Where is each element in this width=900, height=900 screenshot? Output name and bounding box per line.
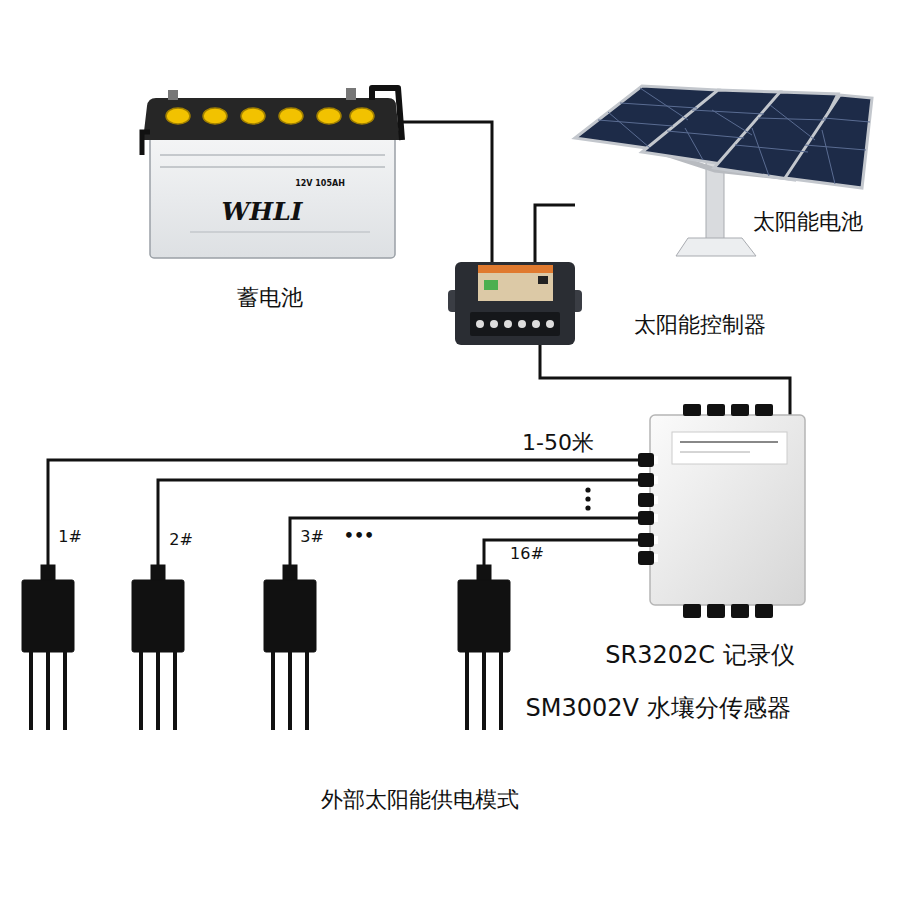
battery-rating: 12V 105AH [295, 179, 345, 189]
solar-panel-picture [575, 86, 872, 256]
callout-number: 2# [169, 530, 193, 549]
node-label: 蓄电池 [237, 285, 303, 311]
part-name: SM3002V 水壤分传感器 [525, 694, 790, 723]
cable [48, 460, 650, 565]
brand-logo: WHLI [222, 197, 303, 227]
solar-panel: 太阳能电池 [575, 85, 875, 257]
cable-length: 1-50米 [519, 430, 597, 456]
cable [484, 540, 650, 565]
ellipsis-mark: ••• [344, 526, 375, 545]
soil-sensor: 3# [264, 565, 316, 730]
battery-picture [142, 88, 402, 258]
callout-number: 1# [58, 527, 82, 546]
cable [540, 345, 790, 415]
controller-picture [448, 262, 582, 345]
cable [402, 122, 492, 262]
callout-number: 3# [300, 527, 324, 546]
caption: 外部太阳能供电模式 [321, 787, 519, 813]
node-label: SR3202C 记录仪 [605, 641, 794, 670]
soil-sensor: 16# [458, 565, 510, 730]
logger-picture [585, 404, 805, 618]
cable [290, 518, 650, 565]
cable [158, 480, 650, 565]
cable [535, 205, 575, 262]
solar-controller: 太阳能控制器 [455, 262, 575, 345]
callout-number: 16# [510, 544, 544, 563]
battery: WHLI12V 105AH蓄电池 [140, 85, 402, 262]
soil-sensor: 2# [132, 565, 184, 730]
data-logger: SR3202C 记录仪 [650, 415, 805, 605]
node-label: 太阳能电池 [753, 209, 863, 235]
soil-sensor: 1# [22, 565, 74, 730]
node-label: 太阳能控制器 [634, 312, 766, 338]
sensor-picture [22, 565, 510, 730]
